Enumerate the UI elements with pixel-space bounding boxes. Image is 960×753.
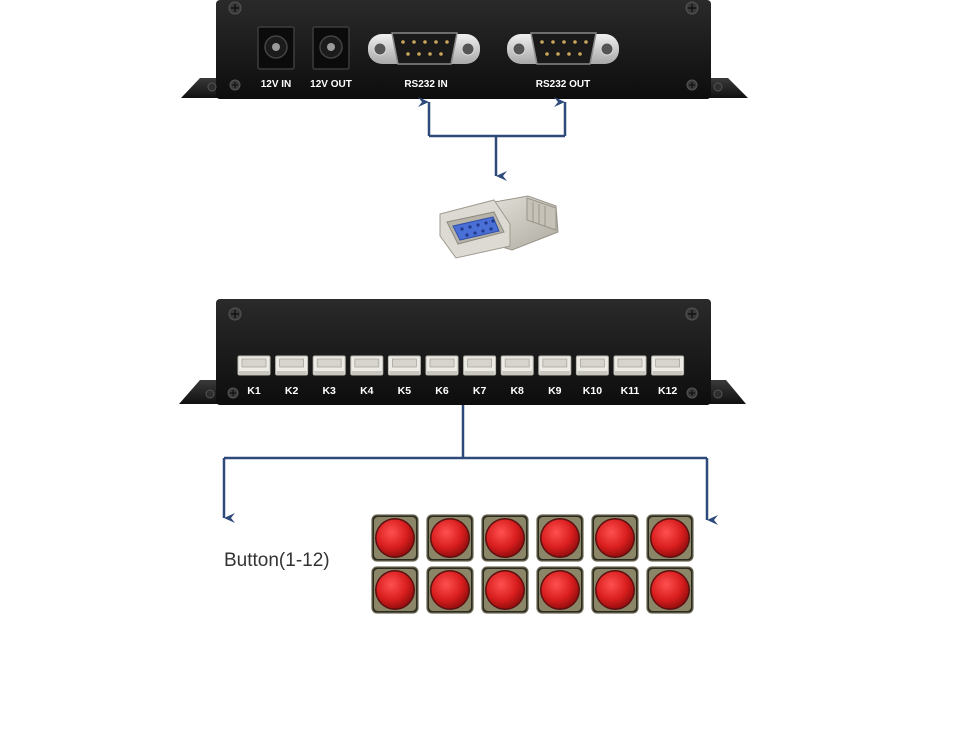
button-connection-arrows — [222, 405, 718, 525]
top-controller-device: 12V IN 12V OUT RS232 IN RS232 OUT — [181, 0, 748, 99]
key-terminal-k12: K12 — [651, 355, 685, 397]
dc-power-out-jack — [312, 26, 350, 70]
key-label-k11: K11 — [621, 385, 640, 397]
key-terminal-k5: K5 — [387, 355, 421, 397]
screw-icon — [227, 387, 239, 399]
key-terminal-k1: K1 — [237, 355, 271, 397]
key-label-k6: K6 — [435, 385, 449, 397]
key-label-k10: K10 — [583, 385, 602, 397]
screw-icon — [205, 389, 215, 399]
screw-icon — [228, 307, 242, 321]
key-terminal-k7: K7 — [463, 355, 497, 397]
push-button-7 — [371, 566, 419, 614]
push-button-5 — [591, 514, 639, 562]
key-terminal-k4: K4 — [350, 355, 384, 397]
screw-icon — [686, 387, 698, 399]
dc-power-in-jack — [257, 26, 295, 70]
screw-icon — [228, 1, 242, 15]
key-label-k4: K4 — [360, 385, 374, 397]
key-label-k3: K3 — [322, 385, 336, 397]
key-label-k2: K2 — [285, 385, 299, 397]
key-terminal-strip: K1 K2 K3 K4 K5 K6 K7 K8 K9 K10 K11 K12 — [237, 355, 685, 397]
rs232-out-db9-port — [507, 32, 619, 65]
db9-female-connector-icon — [439, 195, 559, 259]
key-label-k8: K8 — [510, 385, 524, 397]
screw-icon — [686, 79, 698, 91]
key-label-k9: K9 — [548, 385, 562, 397]
push-button-10 — [536, 566, 584, 614]
port-label-rs232-in: RS232 IN — [404, 79, 447, 90]
screw-icon — [229, 79, 241, 91]
push-button-1 — [371, 514, 419, 562]
key-terminal-k9: K9 — [538, 355, 572, 397]
key-terminal-k11: K11 — [613, 355, 647, 397]
key-terminal-k10: K10 — [575, 355, 609, 397]
push-button-9 — [481, 566, 529, 614]
push-button-11 — [591, 566, 639, 614]
key-label-k12: K12 — [658, 385, 677, 397]
port-label-rs232-out: RS232 OUT — [536, 79, 590, 90]
key-terminal-k6: K6 — [425, 355, 459, 397]
screw-icon — [685, 307, 699, 321]
key-label-k5: K5 — [398, 385, 412, 397]
key-terminal-k8: K8 — [500, 355, 534, 397]
push-button-3 — [481, 514, 529, 562]
push-button-8 — [426, 566, 474, 614]
key-label-k7: K7 — [473, 385, 487, 397]
push-button-4 — [536, 514, 584, 562]
bottom-device-body — [216, 299, 711, 405]
push-button-6 — [646, 514, 694, 562]
key-terminal-k2: K2 — [275, 355, 309, 397]
port-label-12v-in: 12V IN — [261, 79, 292, 90]
rs232-connection-arrows — [418, 97, 567, 181]
port-label-12v-out: 12V OUT — [310, 79, 352, 90]
bottom-key-module-device: K1 K2 K3 K4 K5 K6 K7 K8 K9 K10 K11 K12 — [179, 299, 746, 405]
rs232-in-db9-port — [368, 32, 480, 65]
push-button-2 — [426, 514, 474, 562]
screw-icon — [685, 1, 699, 15]
key-terminal-k3: K3 — [312, 355, 346, 397]
buttons-caption: Button(1-12) — [224, 550, 330, 571]
screw-icon — [713, 389, 723, 399]
screw-icon — [207, 82, 217, 92]
key-label-k1: K1 — [247, 385, 261, 397]
screw-icon — [713, 82, 723, 92]
push-button-grid — [371, 514, 694, 614]
push-button-12 — [646, 566, 694, 614]
